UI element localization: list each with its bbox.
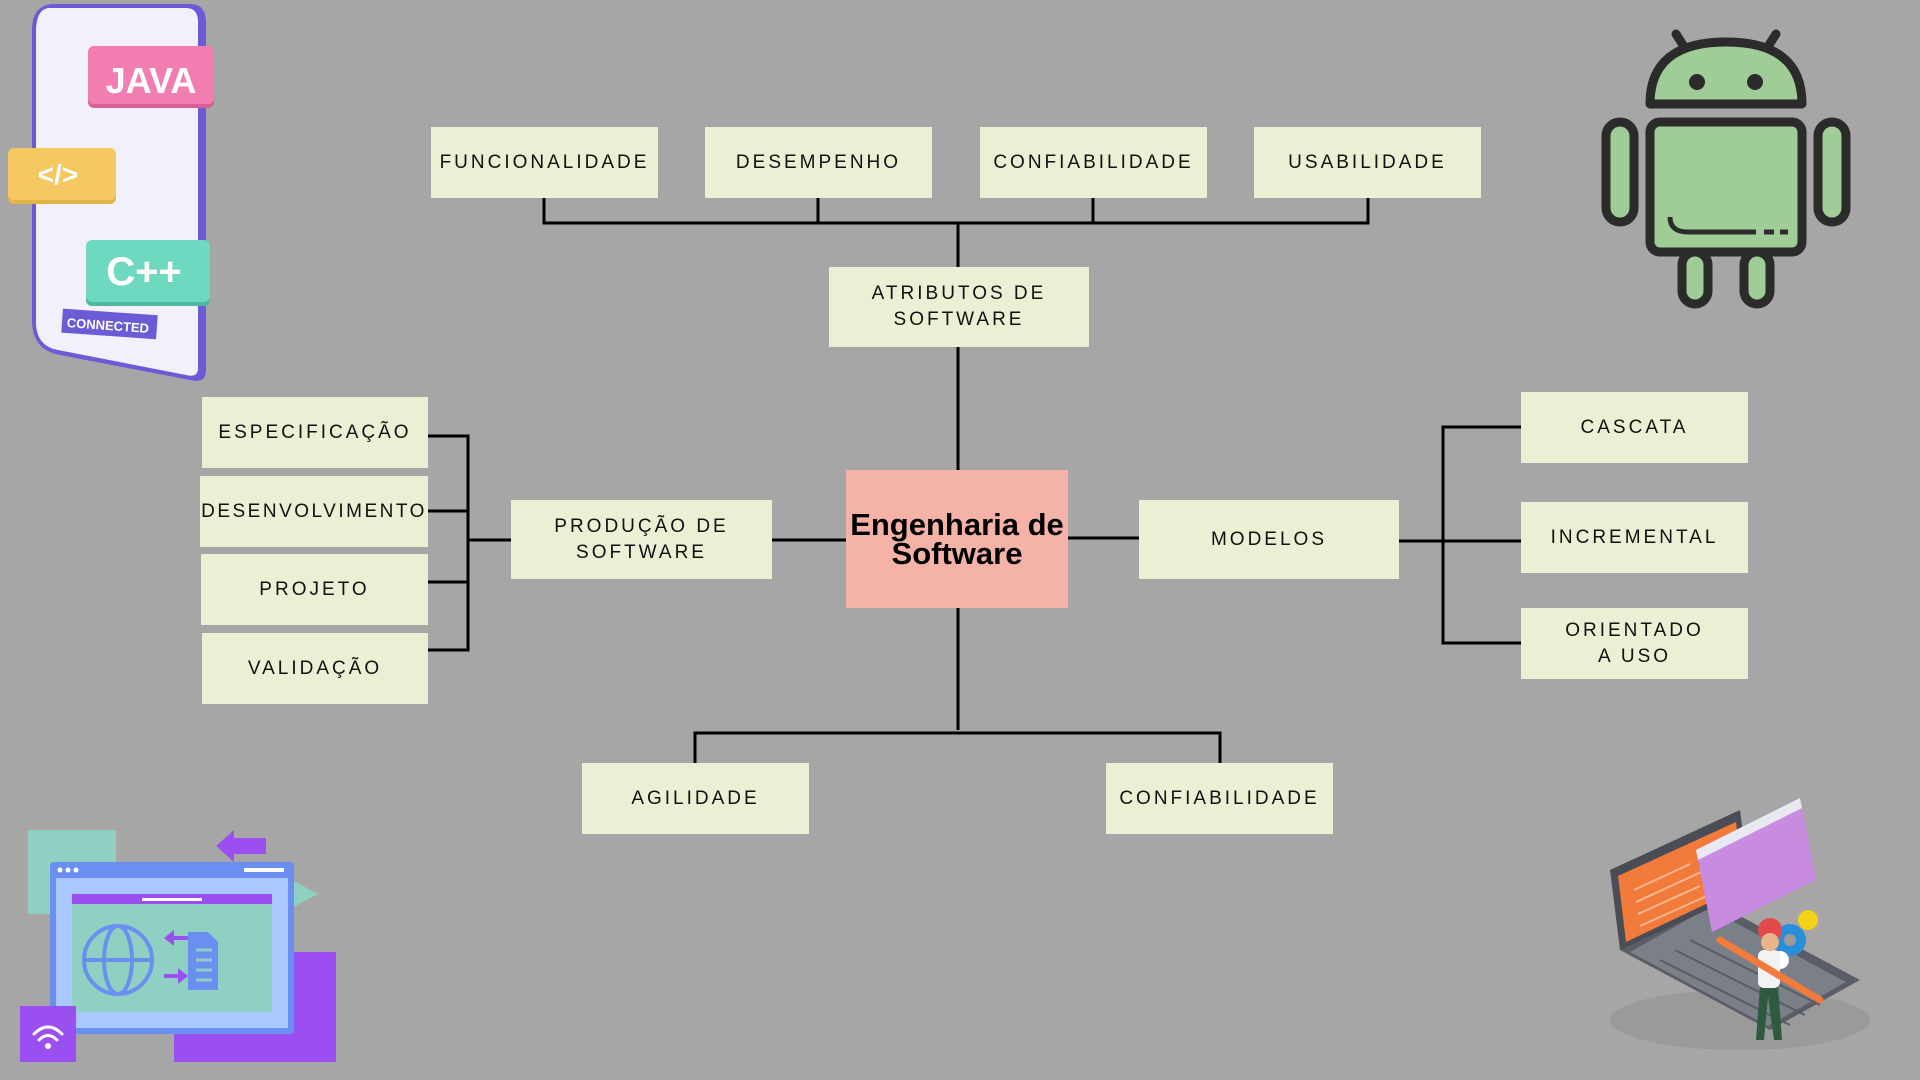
box-desenvolvimento: DESENVOLVIMENTO [200,476,428,547]
box-cascata: CASCATA [1521,392,1748,463]
box-confiabilidade-bottom: CONFIABILIDADE [1106,763,1333,834]
center-node-engenharia-de-software: Engenharia de Software [846,470,1068,608]
box-projeto: PROJETO [201,554,428,625]
box-desempenho: DESEMPENHO [705,127,932,198]
connected-label: CONNECTED [66,315,149,336]
box-producao-de-software: PRODUÇÃO DE SOFTWARE [511,500,772,579]
box-confiabilidade-attr: CONFIABILIDADE [980,127,1207,198]
box-modelos: MODELOS [1139,500,1399,579]
box-incremental: INCREMENTAL [1521,502,1748,573]
connector-bottom-bar [693,731,1222,763]
box-especificacao: ESPECIFICAÇÃO [202,397,428,468]
developer-laptop-illustration [1610,798,1870,1050]
android-robot-icon [1601,29,1851,309]
cpp-label: C++ [106,250,182,294]
phone-code-illustration: JAVA </> C++ CONNECTED [8,4,214,381]
box-usabilidade: USABILIDADE [1254,127,1481,198]
box-atributos-de-software: ATRIBUTOS DE SOFTWARE [829,267,1089,347]
code-tag-label: </> [38,159,78,190]
connector-attributes-bar [542,198,1370,225]
java-label: JAVA [106,60,197,101]
connector-producao-bracket-outer [428,434,470,652]
box-orientado-a-uso: ORIENTADO A USO [1521,608,1748,679]
box-funcionalidade: FUNCIONALIDADE [431,127,658,198]
connector-modelos-bracket-outer [1441,425,1521,645]
box-agilidade: AGILIDADE [582,763,809,834]
web-browser-illustration [20,830,336,1062]
box-validacao: VALIDAÇÃO [202,633,428,704]
